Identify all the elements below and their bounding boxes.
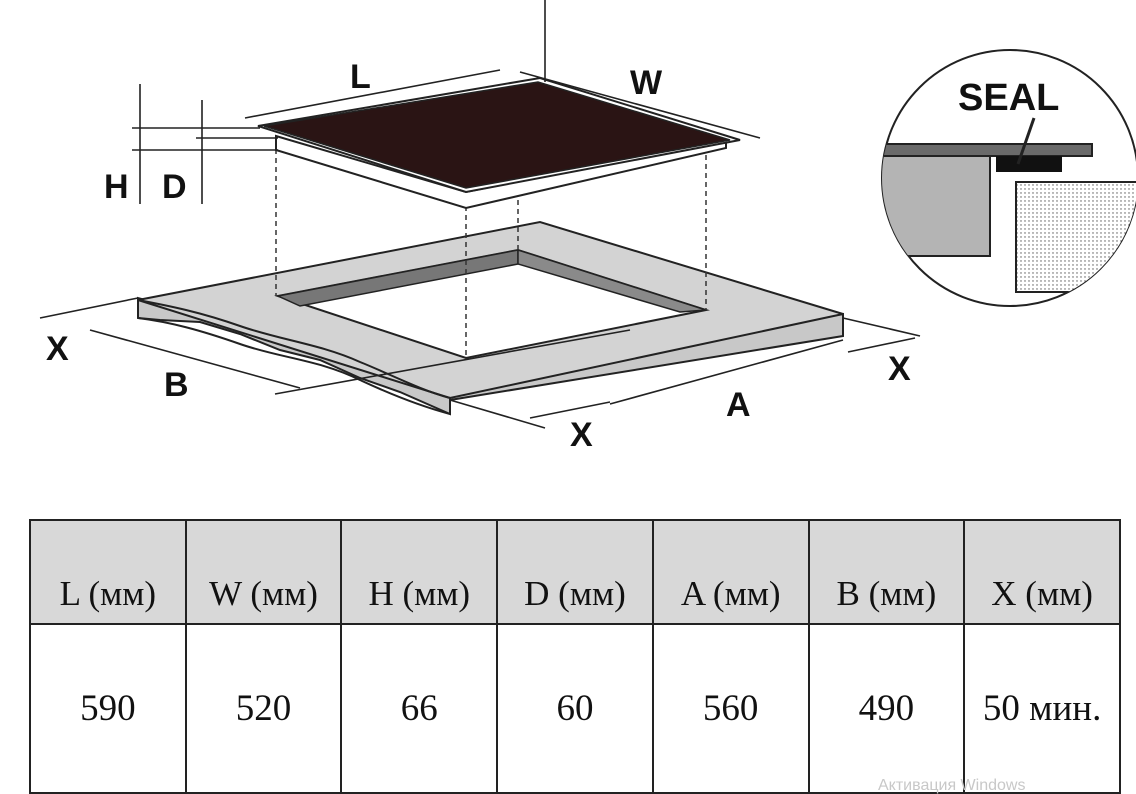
label-seal: SEAL bbox=[958, 77, 1059, 119]
label-x-left: X bbox=[46, 330, 69, 368]
header-l: L (мм) bbox=[29, 519, 187, 625]
header-a: A (мм) bbox=[651, 519, 810, 625]
dimension-lines bbox=[39, 0, 921, 429]
value-h: 66 bbox=[340, 623, 499, 794]
label-a: A bbox=[726, 386, 751, 424]
label-x-right: X bbox=[888, 350, 911, 388]
value-x: 50 мин. bbox=[963, 623, 1121, 794]
header-w: W (мм) bbox=[184, 519, 343, 625]
hob bbox=[257, 76, 741, 210]
header-x: X (мм) bbox=[963, 519, 1121, 625]
spec-table: L (мм) W (мм) H (мм) D (мм) A (мм) B (мм… bbox=[29, 519, 1121, 794]
header-h: H (мм) bbox=[340, 519, 499, 625]
value-l: 590 bbox=[29, 623, 187, 794]
label-x-bottom: X bbox=[570, 416, 593, 454]
label-l: L bbox=[350, 58, 371, 96]
table-header-row: L (мм) W (мм) H (мм) D (мм) A (мм) B (мм… bbox=[29, 519, 1121, 625]
cutout bbox=[274, 248, 710, 360]
seal-detail: SEAL bbox=[881, 49, 1136, 307]
installation-diagram: L W H D X B A X X SEAL bbox=[39, 0, 1136, 454]
projection-lines bbox=[275, 140, 707, 358]
header-b: B (мм) bbox=[807, 519, 966, 625]
header-d: D (мм) bbox=[496, 519, 654, 625]
value-b: 490 bbox=[807, 623, 966, 794]
label-w: W bbox=[630, 64, 663, 102]
label-h: H bbox=[104, 168, 129, 206]
value-a: 560 bbox=[651, 623, 810, 794]
label-d: D bbox=[162, 168, 187, 206]
value-d: 60 bbox=[496, 623, 654, 794]
label-b: B bbox=[164, 366, 189, 404]
table-row: 590 520 66 60 560 490 50 мин. bbox=[29, 623, 1121, 794]
value-w: 520 bbox=[184, 623, 343, 794]
